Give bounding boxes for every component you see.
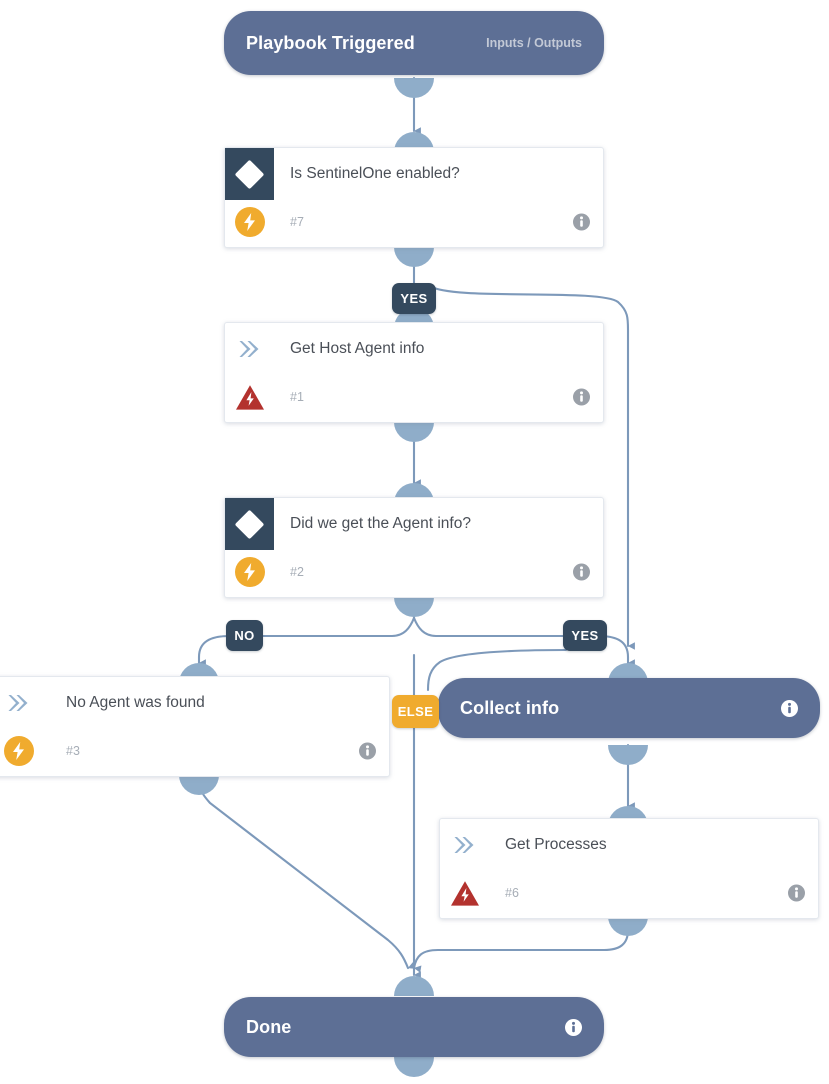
bolt-icon [225, 550, 274, 594]
node-title: Collect info [460, 697, 560, 718]
branch-label-yes-1[interactable]: YES [392, 283, 436, 314]
port-out-collect [608, 745, 648, 765]
info-icon[interactable] [359, 742, 376, 760]
bolt-icon [0, 729, 50, 773]
port-out-cond7 [394, 247, 434, 267]
node-number: #7 [290, 215, 304, 229]
card-header: No Agent was found [0, 677, 389, 729]
node-collect-info[interactable]: Collect info [438, 678, 820, 738]
chevron-right-icon [0, 677, 50, 729]
node-title: Get Processes [505, 836, 607, 853]
card-header: Did we get the Agent info? [225, 498, 603, 550]
diamond-icon [225, 148, 274, 200]
node-did-we-get-the-agent-info[interactable]: Did we get the Agent info? #2 [224, 497, 604, 598]
branch-label-yes-2[interactable]: YES [563, 620, 607, 651]
bolt-icon [225, 200, 274, 244]
node-title: Playbook Triggered [246, 32, 415, 53]
node-no-agent-was-found[interactable]: No Agent was found #3 [0, 676, 390, 777]
port-out-cond2 [394, 597, 434, 617]
card-footer: #2 [225, 550, 603, 594]
card-footer: #1 [225, 375, 603, 419]
port-in-done [394, 976, 434, 996]
port-out-task1 [394, 422, 434, 442]
node-get-processes[interactable]: Get Processes #6 [439, 818, 819, 919]
warning-icon [225, 375, 274, 419]
node-get-host-agent-info[interactable]: Get Host Agent info #1 [224, 322, 604, 423]
node-playbook-triggered[interactable]: Playbook Triggered Inputs / Outputs [224, 11, 604, 75]
node-title: Did we get the Agent info? [290, 515, 471, 532]
branch-label-else-2[interactable]: ELSE [392, 695, 439, 728]
port-out-task3 [179, 775, 219, 795]
branch-label-no-2[interactable]: NO [226, 620, 263, 651]
card-footer: #6 [440, 871, 818, 915]
info-icon[interactable] [573, 388, 590, 406]
info-icon[interactable] [788, 884, 805, 902]
port-out-done [394, 1057, 434, 1077]
card-header: Get Processes [440, 819, 818, 871]
node-subtitle-inputs-outputs[interactable]: Inputs / Outputs [486, 36, 582, 50]
node-title: No Agent was found [66, 694, 205, 711]
node-title: Done [246, 1016, 292, 1037]
info-icon[interactable] [573, 213, 590, 231]
info-icon[interactable] [573, 563, 590, 581]
chevron-right-icon [440, 819, 489, 871]
node-number: #1 [290, 390, 304, 404]
info-icon[interactable] [565, 1018, 582, 1036]
node-number: #3 [66, 744, 80, 758]
port-out-task6 [608, 916, 648, 936]
branch-label-text: YES [571, 628, 599, 643]
node-done[interactable]: Done [224, 997, 604, 1057]
info-icon[interactable] [781, 699, 798, 717]
card-header: Get Host Agent info [225, 323, 603, 375]
node-title: Get Host Agent info [290, 340, 425, 357]
node-number: #6 [505, 886, 519, 900]
edge-task6-done [412, 914, 630, 973]
edge-task3-done [197, 773, 416, 970]
branch-label-text: ELSE [397, 704, 434, 719]
branch-label-text: YES [400, 291, 428, 306]
card-footer: #3 [0, 729, 389, 773]
diamond-icon [225, 498, 274, 550]
node-title: Is SentinelOne enabled? [290, 165, 460, 182]
branch-label-text: NO [234, 628, 255, 643]
node-number: #2 [290, 565, 304, 579]
warning-icon [440, 871, 489, 915]
node-is-sentinelone-enabled[interactable]: Is SentinelOne enabled? #7 [224, 147, 604, 248]
port-out-trigger [394, 78, 434, 98]
card-header: Is SentinelOne enabled? [225, 148, 603, 200]
chevron-right-icon [225, 323, 274, 375]
card-footer: #7 [225, 200, 603, 244]
